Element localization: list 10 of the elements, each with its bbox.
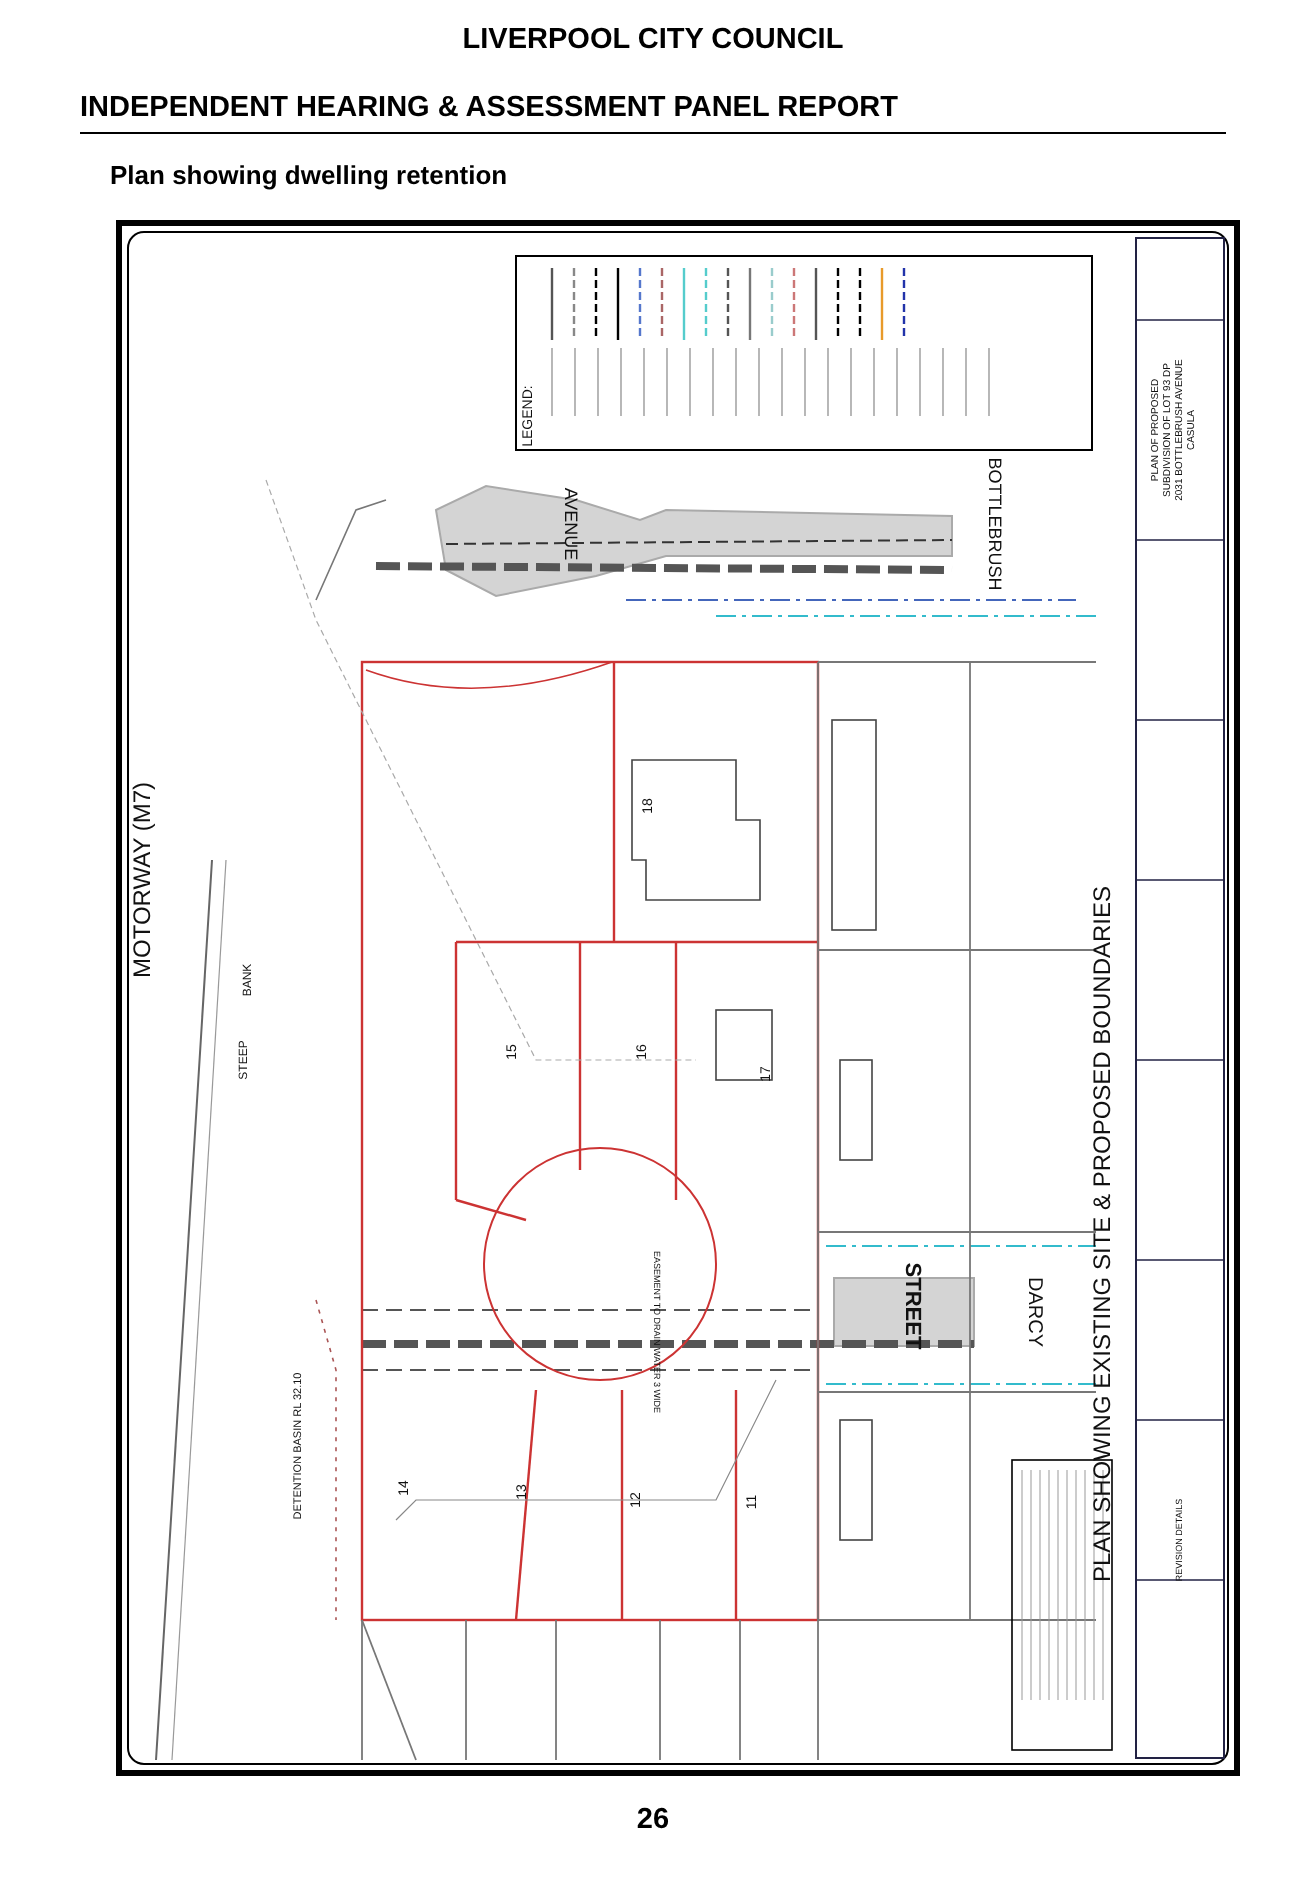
- road-name: STREET: [900, 1262, 925, 1350]
- section-heading: Plan showing dwelling retention: [110, 160, 508, 190]
- road-name: BOTTLEBRUSH: [985, 457, 1006, 591]
- plan-title: PLAN SHOWING EXISTING SITE & PROPOSED BOUNDARIES: [1088, 885, 1117, 1583]
- road-name: AVENUE: [561, 487, 582, 561]
- page-header: LIVERPOOL CITY COUNCIL: [460, 24, 846, 56]
- page-number: 26: [634, 1804, 672, 1836]
- road-name: DARCY: [1022, 1277, 1045, 1347]
- road-name: MOTORWAY (M7): [128, 782, 157, 978]
- report-title: INDEPENDENT HEARING & ASSESSMENT PANEL REPORT: [80, 92, 899, 124]
